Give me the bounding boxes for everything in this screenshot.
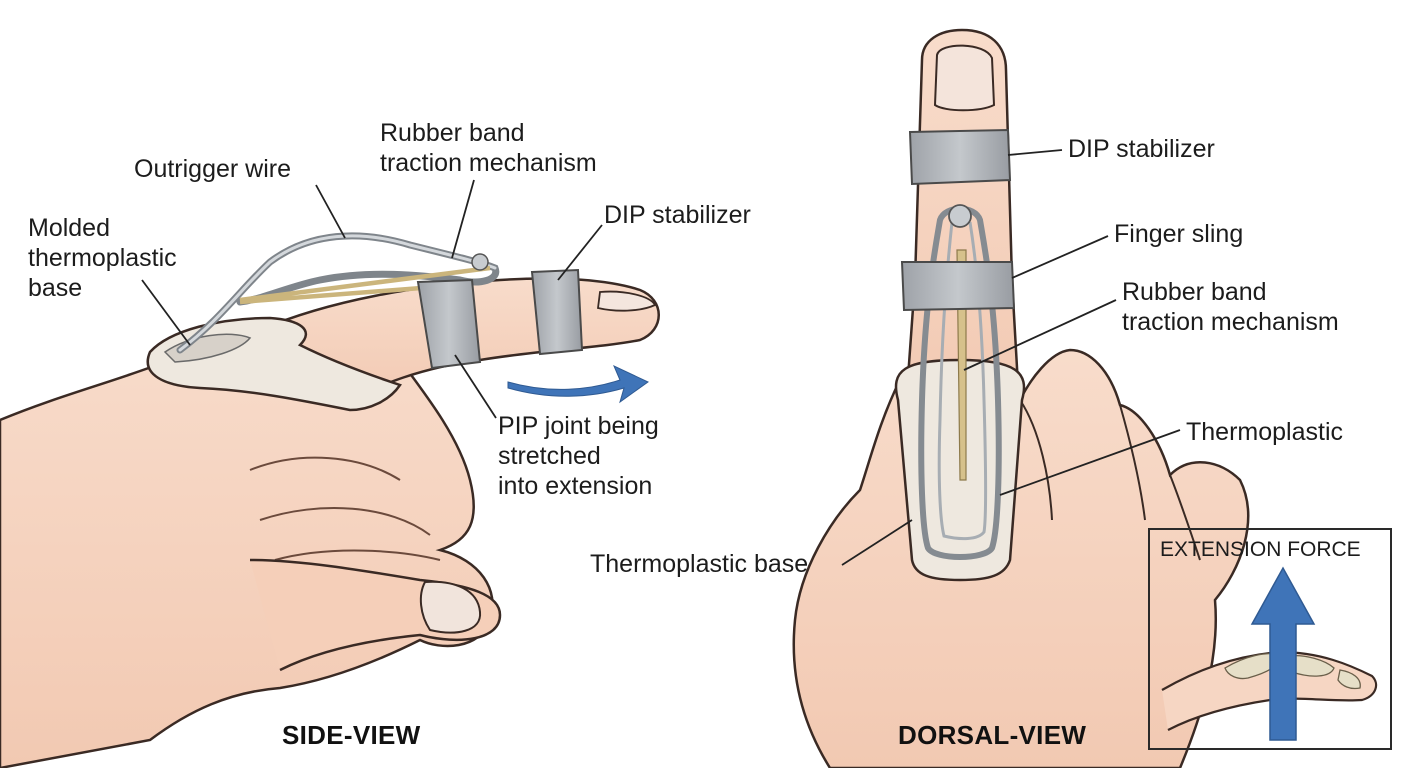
label-molded-thermoplastic-base: Molded thermoplastic base — [28, 213, 177, 303]
label-side-rubber-band: Rubber band traction mechanism — [380, 118, 597, 178]
inset-title: EXTENSION FORCE — [1160, 538, 1361, 562]
label-finger-sling: Finger sling — [1114, 219, 1243, 249]
dorsal-view-title: DORSAL-VIEW — [898, 720, 1086, 751]
side-extension-arrow — [508, 366, 648, 402]
side-dip-stabilizer — [532, 270, 582, 354]
label-pip-joint: PIP joint being stretched into extension — [498, 411, 659, 501]
side-view-title: SIDE-VIEW — [282, 720, 421, 751]
dorsal-finger-sling — [902, 262, 1014, 310]
label-side-dip-stabilizer: DIP stabilizer — [604, 200, 751, 230]
dorsal-fingernail — [935, 46, 994, 111]
dorsal-dip-stabilizer — [910, 130, 1010, 184]
label-thermoplastic: Thermoplastic — [1186, 417, 1343, 447]
label-outrigger-wire: Outrigger wire — [134, 154, 291, 184]
label-dorsal-dip-stabilizer: DIP stabilizer — [1068, 134, 1215, 164]
label-dorsal-rubber-band: Rubber band traction mechanism — [1122, 277, 1339, 337]
label-thermoplastic-base: Thermoplastic base — [590, 549, 808, 579]
